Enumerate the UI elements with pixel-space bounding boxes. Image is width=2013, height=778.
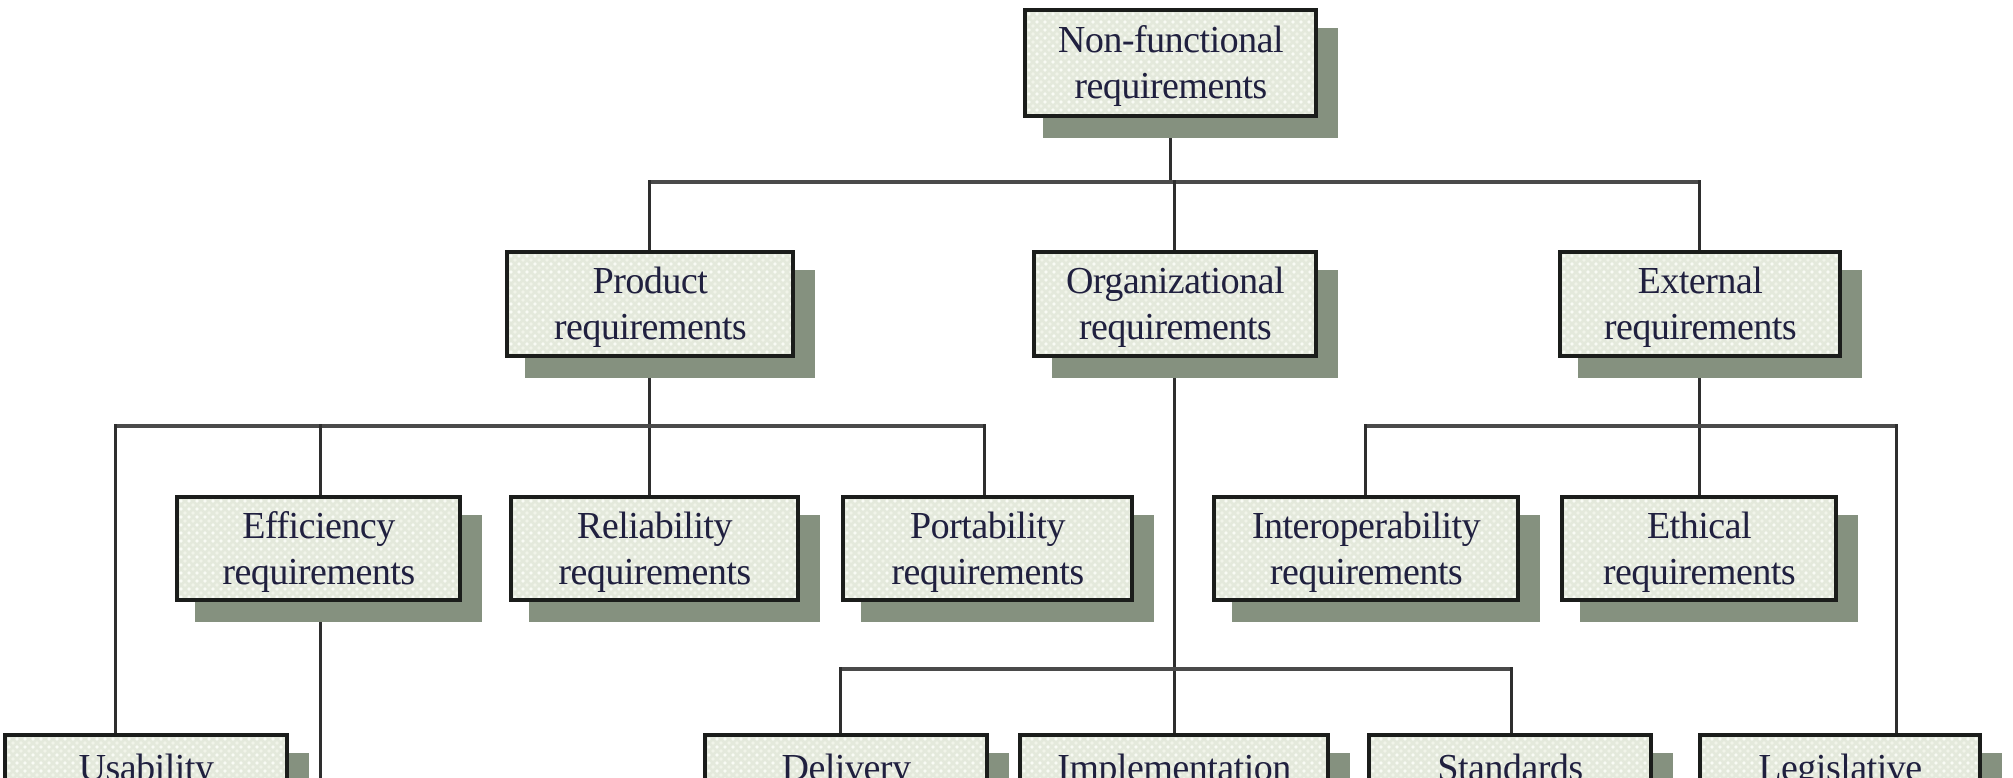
node-label-line2: requirements	[1603, 306, 1797, 348]
node-reliability-requirements: Reliability requirements	[509, 495, 800, 602]
node-label-line1: Reliability	[577, 504, 732, 547]
node-portability-requirements: Portability requirements	[841, 495, 1134, 602]
node-label-line1: Interoperability	[1251, 504, 1481, 547]
node-delivery-requirements: Delivery	[703, 733, 989, 778]
connector-drop-external	[1698, 180, 1701, 250]
connector-organizational-children-hline	[839, 667, 1513, 671]
node-label-line2: requirements	[558, 550, 751, 593]
connector-product-children-hline	[114, 424, 986, 428]
connector-drop-legislative	[1895, 424, 1898, 733]
node-label-line1: External	[1637, 260, 1763, 302]
node-label-line2: requirements	[1074, 65, 1267, 107]
node-product-requirements: Product requirements	[505, 250, 795, 358]
connector-drop-delivery	[839, 667, 842, 733]
connector-external-children-hline	[1364, 424, 1898, 428]
node-label-line1: Portability	[910, 504, 1065, 547]
connector-drop-product	[648, 180, 651, 250]
node-efficiency-requirements: Efficiency requirements	[175, 495, 462, 602]
connector-drop-portability	[983, 424, 986, 495]
node-ethical-requirements: Ethical requirements	[1560, 495, 1838, 602]
node-label-line1: Legislative	[1758, 747, 1922, 778]
node-organizational-requirements: Organizational requirements	[1032, 250, 1318, 358]
connector-organizational-stem	[1173, 358, 1176, 733]
node-label-line1: Standards	[1437, 747, 1583, 778]
node-legislative-requirements: Legislative	[1698, 733, 1982, 778]
node-label-line1: Non-functional	[1057, 19, 1284, 61]
node-interoperability-requirements: Interoperability requirements	[1212, 495, 1520, 602]
node-label-line2: requirements	[1269, 550, 1463, 593]
connector-drop-organizational	[1173, 180, 1176, 250]
node-label-line2: requirements	[891, 550, 1084, 593]
connector-nonfunctional-stem	[1169, 118, 1172, 184]
node-usability-requirements: Usability	[3, 733, 289, 778]
connector-drop-standards	[1510, 667, 1513, 733]
node-label-line2: requirements	[1602, 550, 1796, 593]
node-label-line1: Usability	[78, 747, 214, 778]
node-label-line1: Organizational	[1065, 260, 1285, 302]
connector-drop-usability	[114, 424, 117, 733]
node-label-line2: requirements	[553, 306, 747, 348]
node-standards-requirements: Standards	[1367, 733, 1653, 778]
node-label-line1: Ethical	[1646, 504, 1752, 547]
node-label-line2: requirements	[222, 550, 415, 593]
node-label-line1: Delivery	[781, 747, 911, 778]
node-label-line1: Efficiency	[242, 504, 395, 547]
node-label-line1: Implementation	[1057, 747, 1291, 778]
node-label-line1: Product	[592, 260, 708, 302]
node-external-requirements: External requirements	[1558, 250, 1842, 358]
node-nonfunctional-requirements: Non-functional requirements	[1023, 8, 1318, 118]
node-label-line2: requirements	[1078, 306, 1272, 348]
connector-drop-efficiency	[319, 424, 322, 495]
connector-drop-interoperability	[1364, 424, 1367, 495]
connector-efficiency-children-stem	[319, 602, 322, 778]
node-implementation-requirements: Implementation	[1018, 733, 1330, 778]
